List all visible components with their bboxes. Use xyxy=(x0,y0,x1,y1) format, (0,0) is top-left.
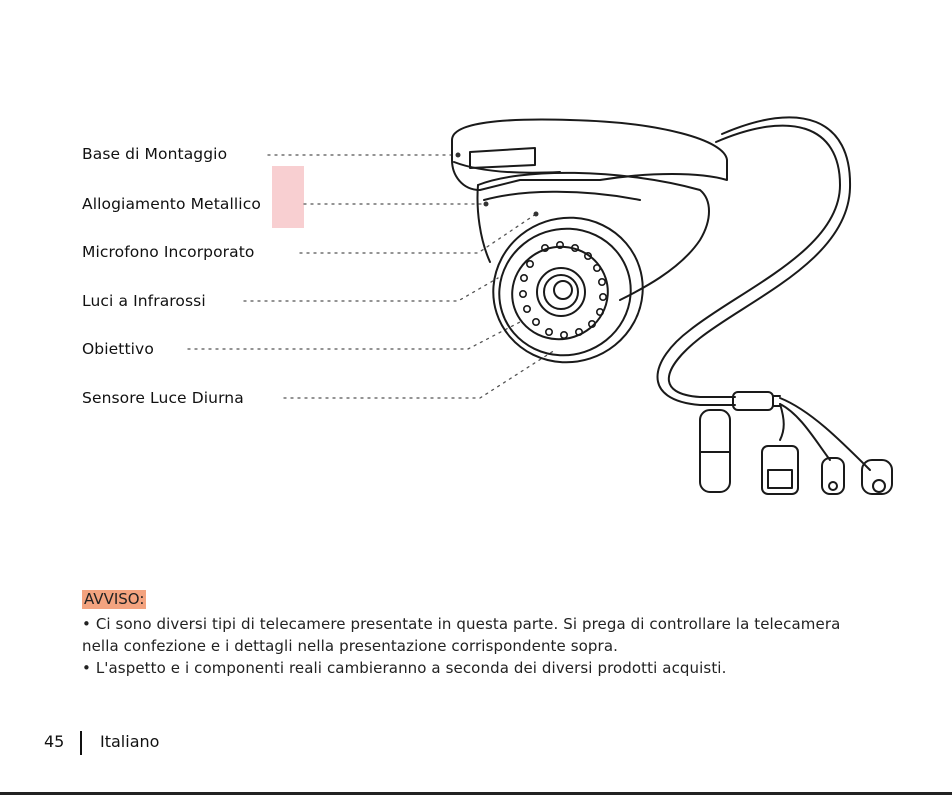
label-mounting-base: Base di Montaggio xyxy=(82,145,228,163)
camera-diagram xyxy=(187,116,893,495)
page-number: 45 xyxy=(44,732,65,751)
front-face xyxy=(492,216,644,364)
cable-connectors xyxy=(699,391,893,495)
notice-line: nella confezione e i dettagli nella pres… xyxy=(82,637,618,655)
notice-line: • Ci sono diversi tipi di telecamere pre… xyxy=(82,615,841,633)
leader-lines xyxy=(187,154,556,399)
language-label: Italiano xyxy=(100,732,160,751)
bottom-rule xyxy=(0,792,952,795)
camera-cable xyxy=(656,116,852,406)
label-daylight-sensor: Sensore Luce Diurna xyxy=(82,389,244,407)
highlight-mark xyxy=(272,166,304,228)
label-lens: Obiettivo xyxy=(82,340,154,358)
dome-housing xyxy=(476,171,710,301)
label-metal-housing: Allogiamento Metallico xyxy=(82,195,261,213)
infrared-leds xyxy=(518,241,607,339)
notice-title: AVVISO: xyxy=(82,590,147,609)
label-infrared-lights: Luci a Infrarossi xyxy=(82,292,206,310)
footer-divider xyxy=(80,731,82,755)
leader-dots xyxy=(455,152,539,217)
notice-line: • L'aspetto e i componenti reali cambier… xyxy=(82,659,727,677)
label-microphone: Microfono Incorporato xyxy=(82,243,255,261)
